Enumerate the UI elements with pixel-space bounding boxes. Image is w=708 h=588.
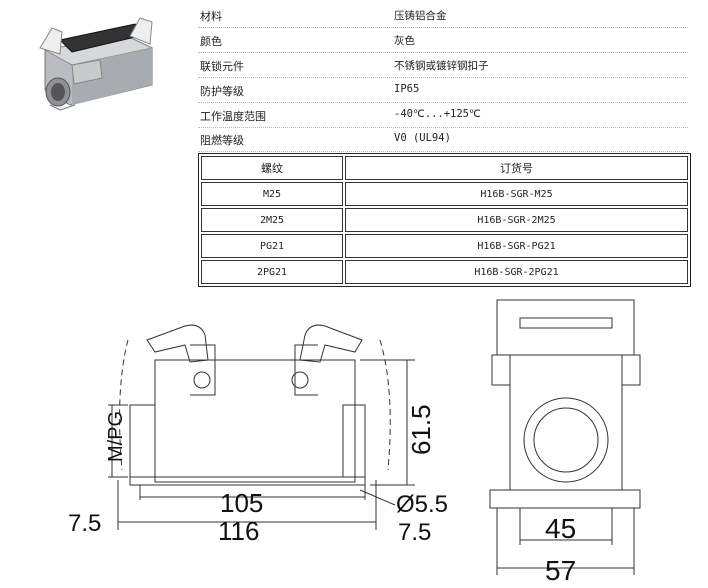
dim-61-5: 61.5 — [406, 404, 436, 455]
spec-value: 不锈钢或镀锌钢扣子 — [394, 60, 489, 72]
spec-row-interlock: 联锁元件 不锈钢或镀锌钢扣子 — [198, 53, 688, 78]
thread-cell: 2M25 — [201, 208, 343, 232]
dim-7-5-right: 7.5 — [398, 519, 431, 546]
table-row: PG21 H16B-SGR-PG21 — [201, 234, 688, 258]
spec-value: 压铸铝合金 — [394, 10, 447, 22]
spec-value: V0 (UL94) — [394, 132, 451, 144]
spec-label: 工作温度范围 — [200, 110, 266, 123]
order-number-cell: H16B-SGR-PG21 — [345, 234, 688, 258]
spec-label: 颜色 — [200, 35, 222, 48]
order-number-cell: H16B-SGR-M25 — [345, 182, 688, 206]
table-header-row: 螺纹 订货号 — [201, 156, 688, 180]
spec-row-protection: 防护等级 IP65 — [198, 78, 688, 103]
header-thread: 螺纹 — [201, 156, 343, 180]
spec-row-temperature: 工作温度范围 -40℃...+125℃ — [198, 103, 688, 128]
order-number-cell: H16B-SGR-2PG21 — [345, 260, 688, 284]
thread-cell: M25 — [201, 182, 343, 206]
side-body — [509, 354, 623, 491]
spec-value: -40℃...+125℃ — [394, 108, 481, 120]
left-boss — [129, 404, 156, 478]
spec-label: 阻燃等级 — [200, 134, 244, 147]
header-order-number: 订货号 — [345, 156, 688, 180]
spec-row-flame: 阻燃等级 V0 (UL94) — [198, 127, 688, 152]
spec-value: IP65 — [394, 83, 420, 95]
table-row: 2PG21 H16B-SGR-2PG21 — [201, 260, 688, 284]
dim-45: 45 — [545, 513, 576, 544]
thread-cell: PG21 — [201, 234, 343, 258]
front-body — [154, 359, 356, 483]
right-boss — [342, 404, 366, 478]
spec-label: 材料 — [200, 10, 222, 23]
dim-mpg: M/PG — [105, 411, 127, 462]
dim-57: 57 — [545, 555, 576, 586]
table-row: M25 H16B-SGR-M25 — [201, 182, 688, 206]
thread-cell: 2PG21 — [201, 260, 343, 284]
spec-value: 灰色 — [394, 35, 415, 47]
dim-105: 105 — [220, 488, 263, 518]
order-number-cell: H16B-SGR-2M25 — [345, 208, 688, 232]
dim-7-5-left: 7.5 — [68, 510, 101, 537]
dim-hole-diameter: Ø5.5 — [396, 491, 448, 518]
cable-entry — [533, 407, 599, 473]
technical-drawing: 105 116 7.5 7.5 Ø5.5 61.5 M/PG 45 57 — [68, 299, 641, 586]
spec-row-material: 材料 压铸铝合金 — [198, 3, 688, 28]
dim-116: 116 — [218, 516, 259, 546]
spec-label: 联锁元件 — [200, 60, 244, 73]
order-table: 螺纹 订货号 M25 H16B-SGR-M25 2M25 H16B-SGR-2M… — [198, 153, 691, 287]
spec-row-color: 颜色 灰色 — [198, 28, 688, 53]
spec-label: 防护等级 — [200, 85, 244, 98]
table-row: 2M25 H16B-SGR-2M25 — [201, 208, 688, 232]
product-photo — [39, 17, 154, 111]
